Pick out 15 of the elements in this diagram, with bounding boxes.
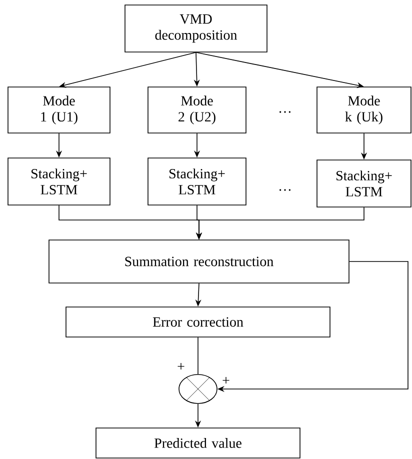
process-box: VMD decomposition: [124, 4, 268, 52]
ellipsis: …: [279, 189, 290, 191]
process-box: Stacking+ LSTM: [148, 158, 246, 206]
summing-junction: [178, 374, 218, 404]
process-box: Predicted value: [96, 428, 300, 458]
plus-sign: +: [178, 363, 184, 370]
plus-sign: +: [222, 377, 230, 384]
process-box: Stacking+ LSTM: [316, 160, 412, 208]
process-box: Mode k (Uk): [316, 86, 412, 134]
process-box: Summation reconstruction: [48, 240, 350, 284]
process-box: Mode 2 (U2): [148, 86, 246, 134]
process-box: Error correction: [66, 306, 330, 338]
process-box: Mode 1 (U1): [8, 86, 110, 134]
process-box: Stacking+ LSTM: [8, 158, 110, 206]
ellipsis: …: [279, 111, 290, 113]
